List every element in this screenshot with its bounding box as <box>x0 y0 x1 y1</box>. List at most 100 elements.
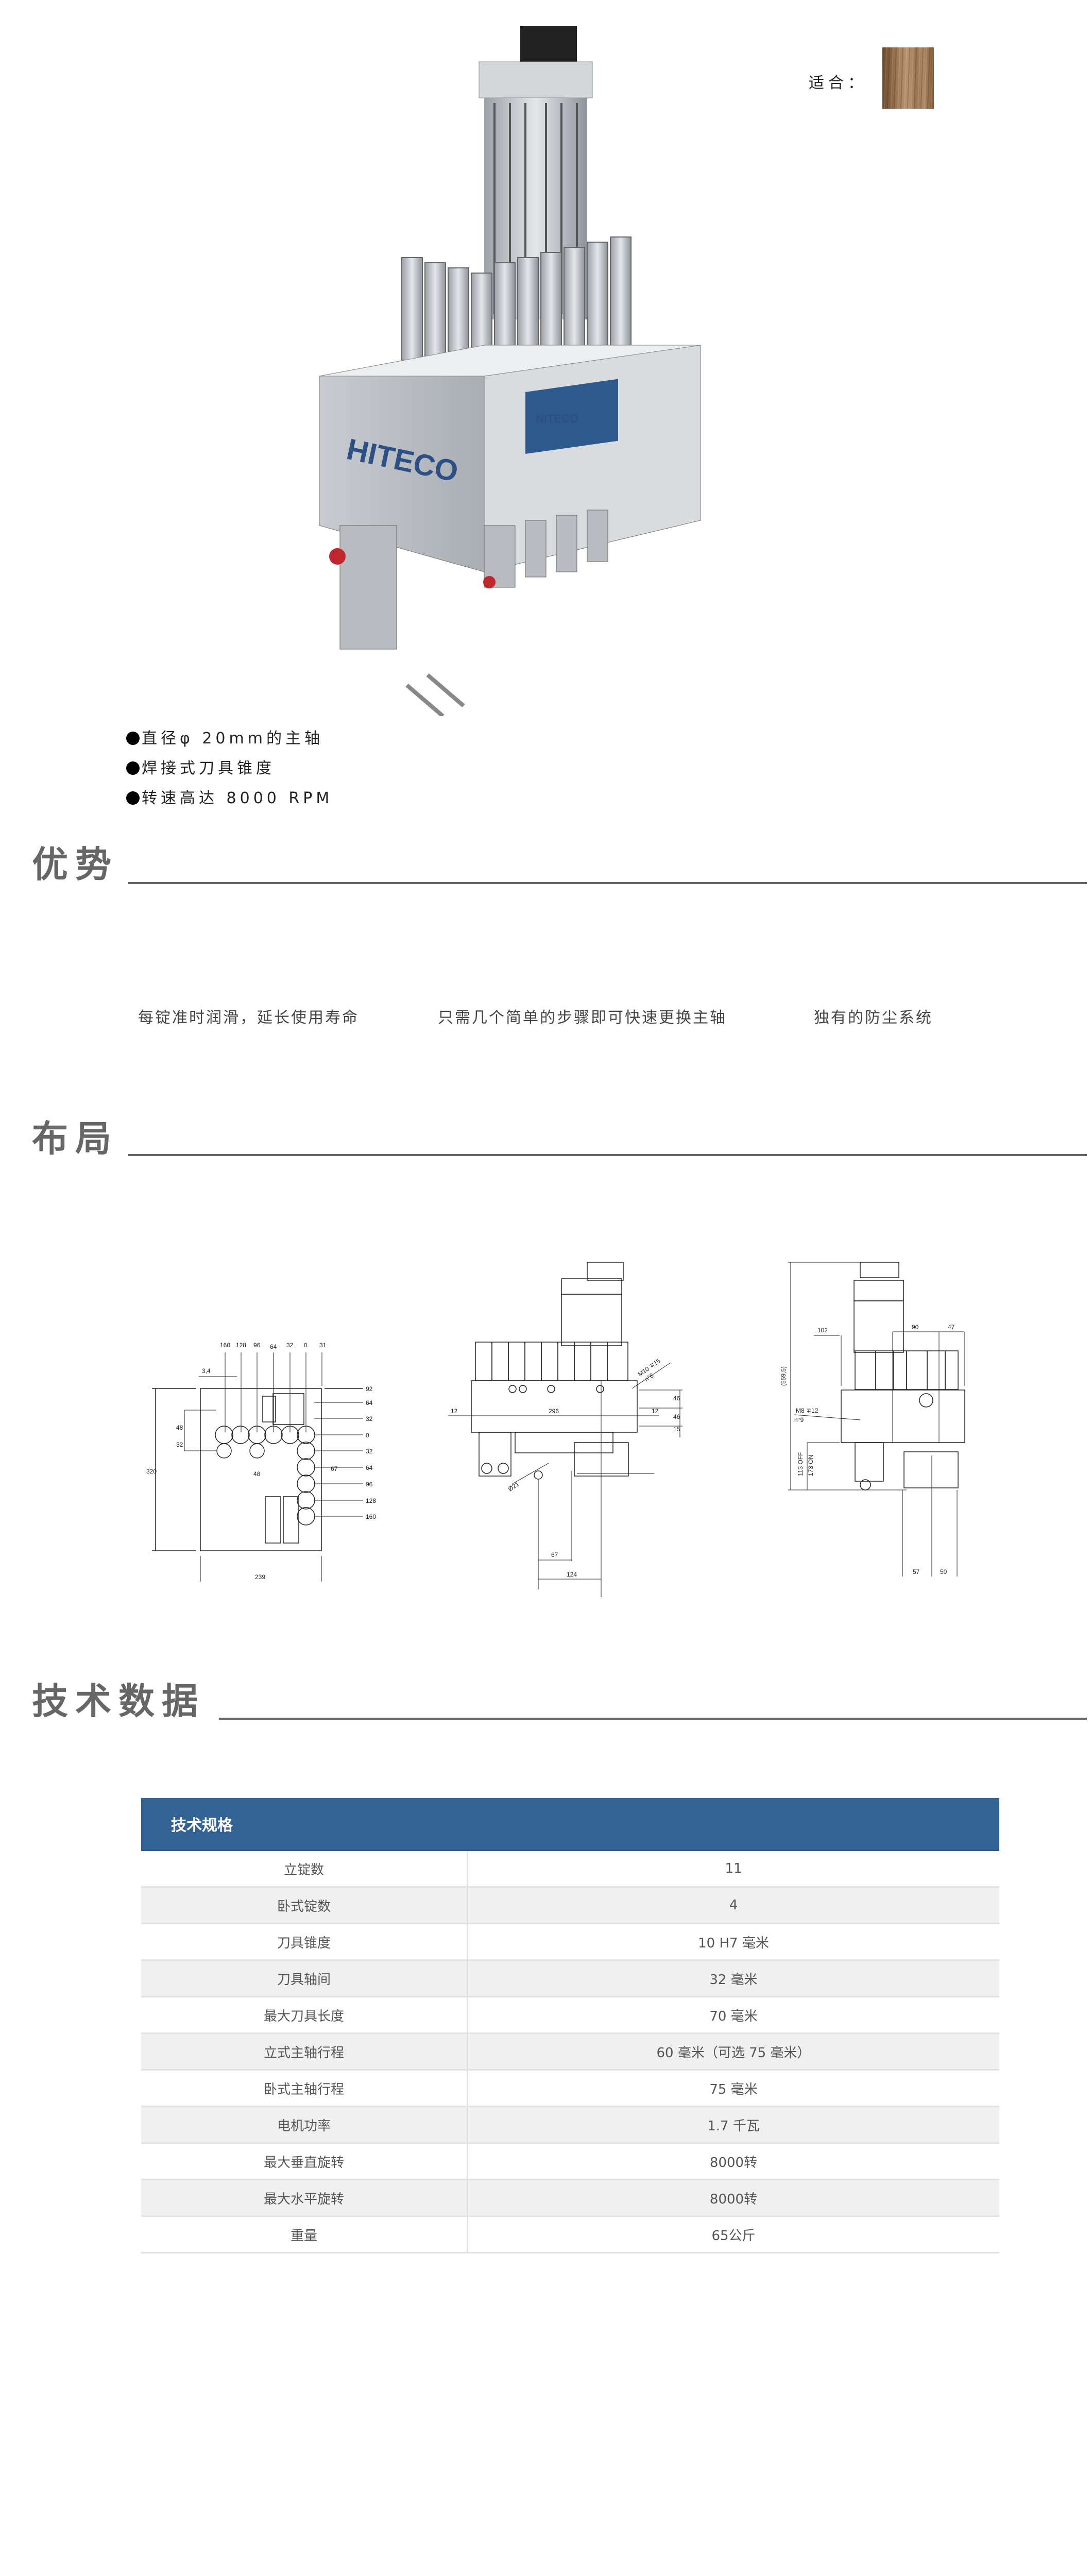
dimension-label: 50 <box>940 1568 947 1575</box>
dimension-label: 3,4 <box>202 1367 211 1375</box>
dimension-label: 124 <box>567 1571 577 1578</box>
spec-name: 最大刀具长度 <box>141 1996 468 2034</box>
advantages-heading: 优势 <box>32 843 118 886</box>
dimension-label: 67 <box>331 1465 338 1472</box>
dimension-label: 160 <box>366 1513 376 1520</box>
spec-name: 刀具轴间 <box>141 1960 468 1997</box>
spec-value: 60 毫米（可选 75 毫米） <box>467 2033 999 2071</box>
dimension-label: n°9 <box>794 1416 804 1423</box>
spec-value: 65公斤 <box>467 2216 999 2253</box>
dimension-label: 64 <box>366 1464 373 1471</box>
spec-name: 卧式主轴行程 <box>141 2070 468 2107</box>
advantage-item: 只需几个简单的步骤即可快速更换主轴 <box>438 1009 727 1027</box>
spec-value: 4 <box>467 1887 999 1924</box>
wood-swatch-icon <box>882 47 934 109</box>
bullet-icon <box>126 791 140 805</box>
spec-value: 70 毫米 <box>467 1996 999 2034</box>
feature-list: 直径φ 20mm的主轴 焊接式刀具锥度 转速高达 8000 RPM <box>126 724 333 814</box>
dimension-label: 128 <box>236 1342 246 1349</box>
dimension-label: 32 <box>366 1415 373 1422</box>
spec-name: 刀具锥度 <box>141 1923 468 1961</box>
dimension-label: 31 <box>319 1342 327 1349</box>
divider <box>219 1718 1087 1720</box>
feature-text: 焊接式刀具锥度 <box>142 759 275 777</box>
dimension-label: 46 <box>673 1395 680 1402</box>
dimension-label: 113 OFF <box>797 1452 804 1476</box>
spec-name: 最大垂直旋转 <box>141 2143 468 2180</box>
dimension-label: 47 <box>948 1324 955 1331</box>
dimension-label: 128 <box>366 1497 376 1504</box>
dimension-label: 96 <box>366 1481 373 1488</box>
advantage-item: 每锭准时润滑，延长使用寿命 <box>138 1009 359 1027</box>
dimension-label: 46 <box>673 1413 680 1420</box>
dimension-label: 15 <box>673 1426 680 1433</box>
spec-value: 32 毫米 <box>467 1960 999 1997</box>
spec-table-title: 技术规格 <box>141 1798 999 1851</box>
advantage-item: 独有的防尘系统 <box>814 1009 933 1027</box>
dimension-label: 239 <box>255 1573 265 1581</box>
dimension-label: 160 <box>220 1342 230 1349</box>
dimension-label: 320 <box>146 1468 157 1475</box>
dimension-label: 48 <box>253 1470 261 1478</box>
spec-name: 电机功率 <box>141 2106 468 2144</box>
bullet-icon <box>126 732 140 745</box>
dimension-label: 32 <box>176 1441 183 1448</box>
spec-name: 最大水平旋转 <box>141 2179 468 2217</box>
dimension-label: 32 <box>286 1342 294 1349</box>
product-image: HITECO NITECO <box>319 26 701 716</box>
spec-value: 10 H7 毫米 <box>467 1923 999 1961</box>
layout-heading: 布局 <box>32 1117 118 1160</box>
dimension-label: 96 <box>253 1342 261 1349</box>
plate-logo: NITECO <box>536 412 578 425</box>
divider <box>128 1154 1087 1156</box>
dimension-label: (559,5) <box>780 1366 787 1386</box>
feature-text: 转速高达 8000 RPM <box>142 789 333 807</box>
tech-data-heading: 技术数据 <box>32 1680 205 1722</box>
dimension-label: 57 <box>913 1568 920 1575</box>
spec-value: 11 <box>467 1850 999 1888</box>
dimension-label: 48 <box>176 1424 183 1431</box>
dimension-label: 64 <box>270 1343 277 1350</box>
spec-name: 卧式锭数 <box>141 1887 468 1924</box>
dimension-label: 0 <box>304 1342 308 1349</box>
suitable-label: 适合： <box>809 74 867 92</box>
dimension-label: 296 <box>549 1408 559 1415</box>
spec-value: 8000转 <box>467 2143 999 2180</box>
bullet-icon <box>126 761 140 775</box>
spec-name: 立式主轴行程 <box>141 2033 468 2071</box>
spec-value: 1.7 千瓦 <box>467 2106 999 2144</box>
dimension-label: 67 <box>551 1551 558 1558</box>
dimension-label: 0 <box>366 1432 369 1439</box>
divider <box>128 882 1087 884</box>
dimension-label: 173 ON <box>807 1455 814 1476</box>
dimension-label: 102 <box>817 1327 828 1334</box>
dimension-label: 64 <box>366 1399 373 1406</box>
feature-item: 焊接式刀具锥度 <box>126 754 333 784</box>
feature-text: 直径φ 20mm的主轴 <box>142 730 323 748</box>
feature-item: 转速高达 8000 RPM <box>126 784 333 814</box>
dimension-label: 12 <box>451 1408 458 1415</box>
dimension-label: 92 <box>366 1385 373 1393</box>
dimension-label: 90 <box>912 1324 919 1331</box>
spec-value: 75 毫米 <box>467 2070 999 2107</box>
spec-value: 8000转 <box>467 2179 999 2217</box>
dimension-label: Ø21 <box>507 1480 521 1493</box>
dimension-label: M8 ∓12 <box>796 1407 818 1414</box>
spec-name: 立锭数 <box>141 1850 468 1888</box>
spec-name: 重量 <box>141 2216 468 2253</box>
